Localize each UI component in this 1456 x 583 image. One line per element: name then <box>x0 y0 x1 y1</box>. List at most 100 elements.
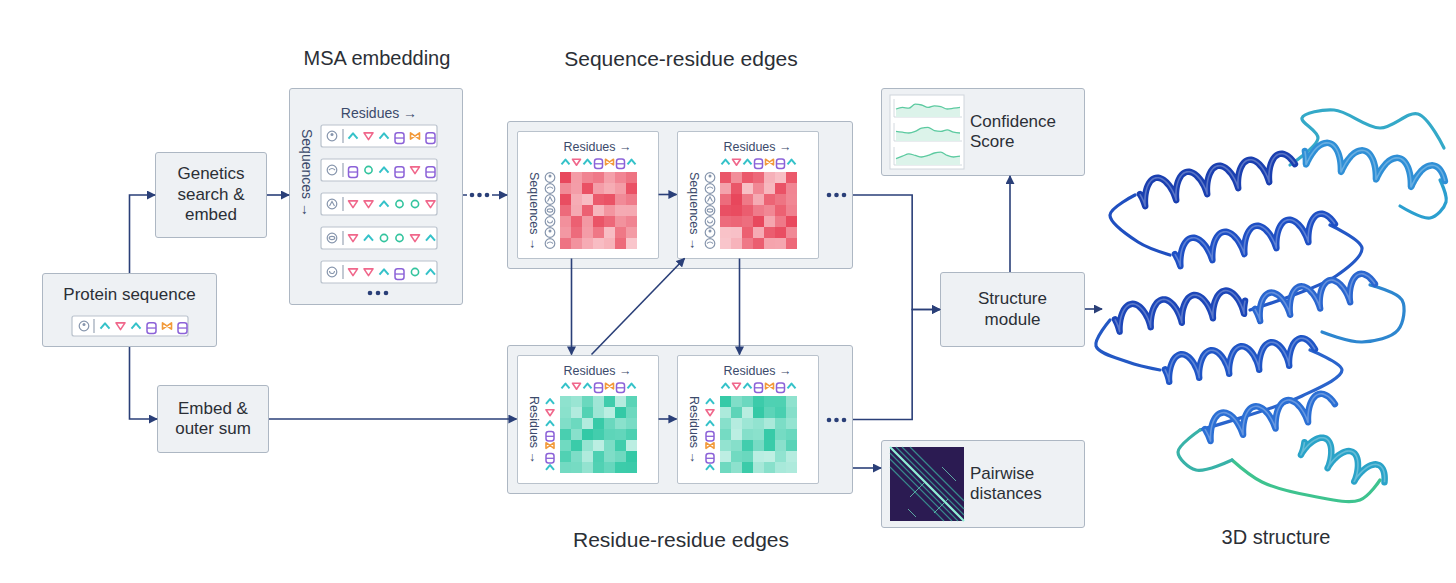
species-icon-ring <box>705 216 715 226</box>
species-icon-ring <box>545 238 555 248</box>
figure-caption: 3D structure <box>1166 526 1386 549</box>
heatmap-cell <box>615 183 626 194</box>
protein-helix <box>1301 438 1385 483</box>
heatmap-cell <box>593 227 604 238</box>
heatmap-cell <box>571 396 582 407</box>
chart-thumbnail <box>890 95 964 169</box>
heatmap-cell <box>593 407 604 418</box>
heatmap-cell <box>764 418 775 429</box>
output-arrow <box>1083 308 1102 310</box>
heatmap-cell <box>775 429 786 440</box>
axis-label: Sequences → <box>526 172 541 251</box>
residue-glyph <box>546 409 554 415</box>
heatmap-cell <box>582 216 593 227</box>
heatmap-cell <box>720 440 731 451</box>
process-box: Confidence Score <box>881 88 1085 176</box>
matrix-panel: Residues →Sequences → <box>677 131 819 259</box>
residue-glyph <box>616 163 624 164</box>
heatmap-cell <box>571 429 582 440</box>
species-icon <box>327 233 337 243</box>
heatmap-cell <box>753 216 764 227</box>
flow-arrow <box>853 310 940 420</box>
heatmap <box>720 396 797 473</box>
text-holder: Residues → <box>555 140 641 155</box>
residue-glyph <box>561 383 569 388</box>
residue-glyph <box>546 435 554 436</box>
species-icon-mark <box>707 242 713 244</box>
residue-glyph <box>743 159 751 164</box>
heatmap-cell <box>786 429 797 440</box>
residue-glyph <box>706 465 714 470</box>
axis-label: Residues → <box>715 140 801 155</box>
residue-glyph <box>706 431 714 441</box>
node-artwork <box>290 89 464 306</box>
heatmap-cell <box>775 407 786 418</box>
process-box: Pairwise distances <box>881 440 1085 528</box>
box-label: Genetics search & embed <box>166 164 256 225</box>
heatmap-cell <box>593 238 604 249</box>
heatmap-cell <box>731 194 742 205</box>
heatmap-cell <box>753 183 764 194</box>
residue-glyph <box>721 383 729 388</box>
msa-row <box>321 159 437 181</box>
text-holder: Residues → <box>555 364 641 379</box>
heatmap-cell <box>604 462 615 473</box>
species-icon-mark <box>707 208 713 211</box>
residue-glyph <box>546 442 554 448</box>
chart-area <box>896 127 960 141</box>
species-icon-mark <box>708 229 711 232</box>
heatmap-cell <box>604 418 615 429</box>
matrix-panel: Residues → Sequences → <box>517 131 659 259</box>
species-icon-ring <box>705 205 715 215</box>
residue-glyph <box>395 273 404 274</box>
residue-glyph <box>426 171 435 172</box>
species-icon-ring <box>327 131 337 141</box>
heatmap-cell <box>582 227 593 238</box>
separator-line <box>342 129 343 143</box>
heatmap-cell <box>593 172 604 183</box>
heatmap-cell <box>742 440 753 451</box>
residue-glyph <box>178 327 187 328</box>
heatmap-cell <box>582 172 593 183</box>
heatmap-cell <box>731 183 742 194</box>
residue-glyph <box>787 383 795 388</box>
heatmap-cell <box>582 396 593 407</box>
residue-glyph <box>546 457 554 458</box>
species-icon <box>327 165 337 175</box>
separator-line <box>342 163 343 177</box>
distance-contact <box>942 467 956 481</box>
process-box: Genetics search & embed <box>155 152 267 238</box>
chart-axis <box>894 147 895 165</box>
box-label: Confidence Score <box>970 112 1076 153</box>
label-holder: 3D structure <box>1166 526 1386 549</box>
species-icon-ring <box>705 238 715 248</box>
ellipsis-dot <box>827 418 832 423</box>
node-artwork-group <box>890 95 964 169</box>
heatmap-cell <box>626 462 637 473</box>
residue-glyph <box>349 201 358 208</box>
residue-glyph <box>605 159 613 165</box>
species-icon-ring <box>327 199 337 209</box>
heatmap-cell <box>753 451 764 462</box>
heatmap-cell <box>571 183 582 194</box>
heatmap-cell <box>731 407 742 418</box>
ellipsis-dot <box>368 291 373 296</box>
ellipsis-dot <box>376 291 381 296</box>
heatmap-cell <box>560 194 571 205</box>
residue-glyph <box>380 234 387 241</box>
heatmap-cell <box>571 418 582 429</box>
text-holder: Residue-residue edges <box>508 527 854 552</box>
heatmap-cell <box>764 183 775 194</box>
species-icon-mark <box>83 323 86 326</box>
msa-row <box>321 261 437 283</box>
heatmap-cell <box>775 205 786 216</box>
heatmap-cell <box>720 429 731 440</box>
species-icon <box>327 267 337 277</box>
node-artwork-group <box>321 125 437 283</box>
heatmap-cell <box>731 396 742 407</box>
heatmap-cell <box>720 451 731 462</box>
species-icon-mark <box>547 197 552 202</box>
heatmap-cell <box>775 227 786 238</box>
species-icon <box>705 238 715 248</box>
heatmap-cell <box>582 183 593 194</box>
